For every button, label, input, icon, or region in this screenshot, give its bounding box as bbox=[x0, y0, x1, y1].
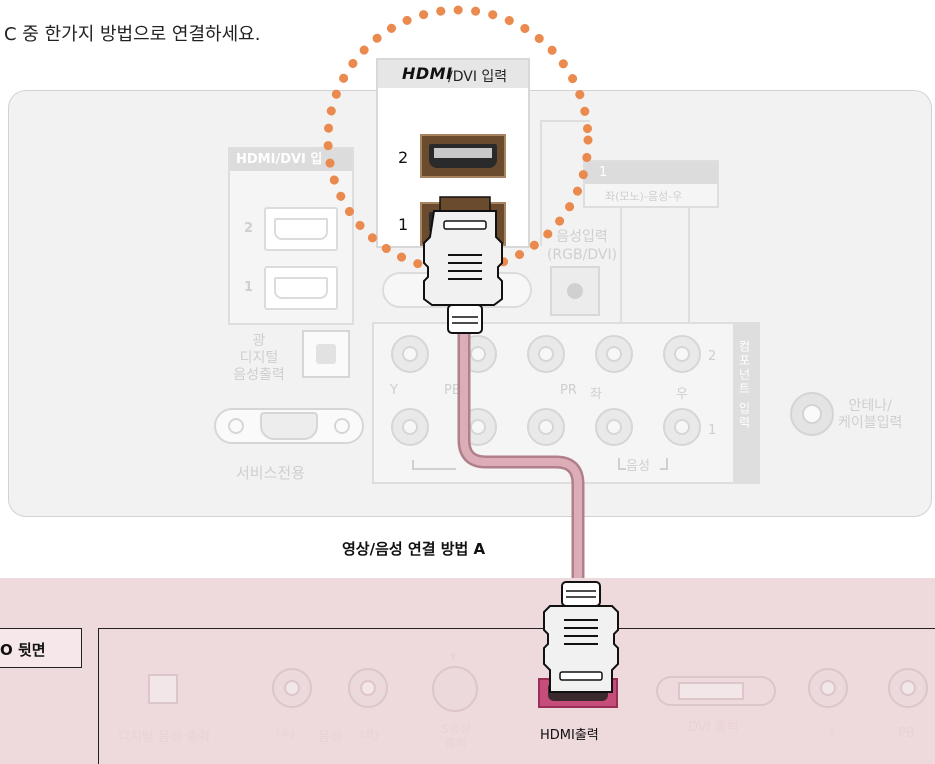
component2-y-jack bbox=[391, 408, 429, 446]
component-left-jack bbox=[595, 335, 633, 373]
hdmi-logo: HDMI bbox=[402, 64, 453, 83]
device-audio-left-label: (좌) bbox=[360, 728, 379, 741]
pc-audio-line-b bbox=[688, 208, 690, 322]
antenna-label: 안테나/ 케이블입력 bbox=[838, 398, 903, 431]
hdmi-port-1-label: 1 bbox=[398, 215, 409, 234]
device-digital-audio-port bbox=[148, 674, 178, 704]
device-y-label: Y bbox=[828, 726, 836, 741]
component-pb-label: PB bbox=[444, 383, 461, 398]
device-audio-label: 음성 bbox=[318, 730, 342, 745]
device-pb-label: PB bbox=[898, 726, 915, 741]
pc-audio-section: 1 좌(모노)-음성-우 bbox=[583, 160, 719, 208]
hdmi-plug-bottom bbox=[543, 581, 619, 693]
device-hdmi-out-label: HDMI출력 bbox=[540, 728, 599, 743]
faded-port-2-label: 2 bbox=[244, 221, 254, 236]
faded-hdmi-section: HDMI/DVI 입 2 1 bbox=[228, 147, 354, 325]
component2-right-jack bbox=[663, 408, 701, 446]
audio-input-jack bbox=[550, 266, 600, 316]
service-label: 서비스전용 bbox=[236, 464, 306, 482]
component-audio-label: 음성 bbox=[626, 459, 650, 474]
dotted-highlight-circle bbox=[323, 5, 593, 275]
device-title: O 뒷면 bbox=[0, 641, 46, 659]
antenna-jack bbox=[790, 392, 834, 436]
faded-hdmi-header: HDMI/DVI 입 bbox=[230, 149, 352, 171]
device-svideo-arrow-icon: ▼ bbox=[450, 652, 457, 662]
component-audio-bracket-right bbox=[660, 458, 668, 470]
hdmi-port-2[interactable] bbox=[420, 134, 506, 178]
optical-port bbox=[302, 330, 350, 378]
pc-audio-label: 좌(모노)-음성-우 bbox=[605, 190, 683, 203]
component-row1-label: 1 bbox=[708, 423, 717, 438]
device-y-jack bbox=[808, 668, 848, 708]
component-vertical-strip bbox=[733, 322, 760, 484]
device-audio-right-jack bbox=[272, 668, 312, 708]
device-dvi-out-port bbox=[656, 676, 776, 706]
device-audio-left-jack bbox=[348, 668, 388, 708]
device-connector-box bbox=[98, 628, 935, 764]
device-dvi-out-label: DVI 출력 bbox=[688, 720, 739, 735]
component-pr-jack bbox=[527, 335, 565, 373]
connection-caption: 영상/음성 연결 방법 A bbox=[342, 540, 486, 558]
component-audio-bracket-left bbox=[618, 458, 626, 470]
component-y-label: Y bbox=[390, 383, 398, 398]
pc-audio-line-c bbox=[540, 120, 590, 122]
device-svideo-jack bbox=[432, 666, 478, 712]
device-svideo-label: S영상 출력 bbox=[441, 722, 471, 750]
optical-output-label: 광 디지털 음성출력 bbox=[233, 333, 285, 383]
hdmi-plug-top bbox=[423, 196, 503, 334]
component-vertical-label: 컴포넌트 입력 bbox=[737, 340, 751, 430]
device-pb-jack bbox=[888, 668, 928, 708]
audio-input-label: 음성입력 (RGB/DVI) bbox=[546, 229, 618, 263]
faded-hdmi-port-2 bbox=[264, 207, 338, 251]
component-right-label: 우 bbox=[676, 387, 688, 402]
hdmi-input-header: /DVI 입력 bbox=[448, 69, 508, 85]
faded-port-1-label: 1 bbox=[244, 280, 254, 295]
faded-hdmi-port-1 bbox=[264, 266, 338, 310]
component2-pr-jack bbox=[527, 408, 565, 446]
component2-left-jack bbox=[595, 408, 633, 446]
component-right-jack bbox=[663, 335, 701, 373]
device-title-box: O 뒷면 bbox=[0, 628, 82, 668]
pc-audio-line-a bbox=[620, 208, 622, 322]
hdmi-port-2-label: 2 bbox=[398, 148, 409, 167]
pc-audio-line-d bbox=[540, 120, 542, 246]
instruction-text: C 중 한가지 방법으로 연결하세요. bbox=[4, 24, 261, 45]
component-y-jack bbox=[391, 335, 429, 373]
device-audio-right-label: (우) bbox=[276, 728, 295, 741]
component-left-label: 좌 bbox=[590, 387, 602, 402]
component-bracket-left bbox=[412, 460, 456, 470]
pc-audio-num: 1 bbox=[599, 165, 608, 180]
service-port bbox=[214, 402, 364, 450]
device-digital-audio-label: 디지털 음성 출력 bbox=[118, 730, 210, 745]
component-row2-label: 2 bbox=[708, 349, 717, 364]
component-pr-label: PR bbox=[560, 383, 577, 398]
